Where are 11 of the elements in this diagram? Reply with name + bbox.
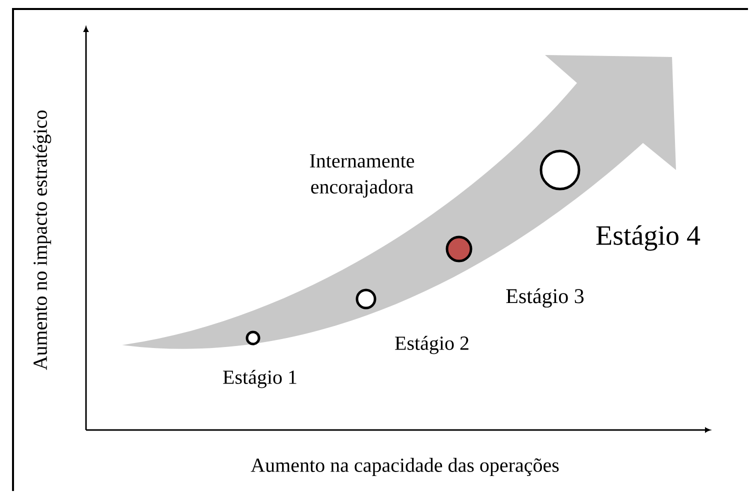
annotation-text: Internamente encorajadora (310, 154, 414, 198)
axis-title: Aumento na capacidade das operações (250, 458, 559, 476)
stage-label: Estágio 1 (223, 370, 296, 388)
stage-circle (356, 288, 376, 310)
stage-circle (246, 330, 260, 346)
stage-label: Estágio 3 (506, 288, 584, 308)
axis-title: Aumento no impacto estratégico (32, 110, 52, 370)
stage-circle (540, 150, 580, 190)
stage-label: Estágio 4 (596, 225, 700, 251)
stage-label: Estágio 2 (395, 336, 468, 354)
stage-circle (446, 236, 472, 262)
